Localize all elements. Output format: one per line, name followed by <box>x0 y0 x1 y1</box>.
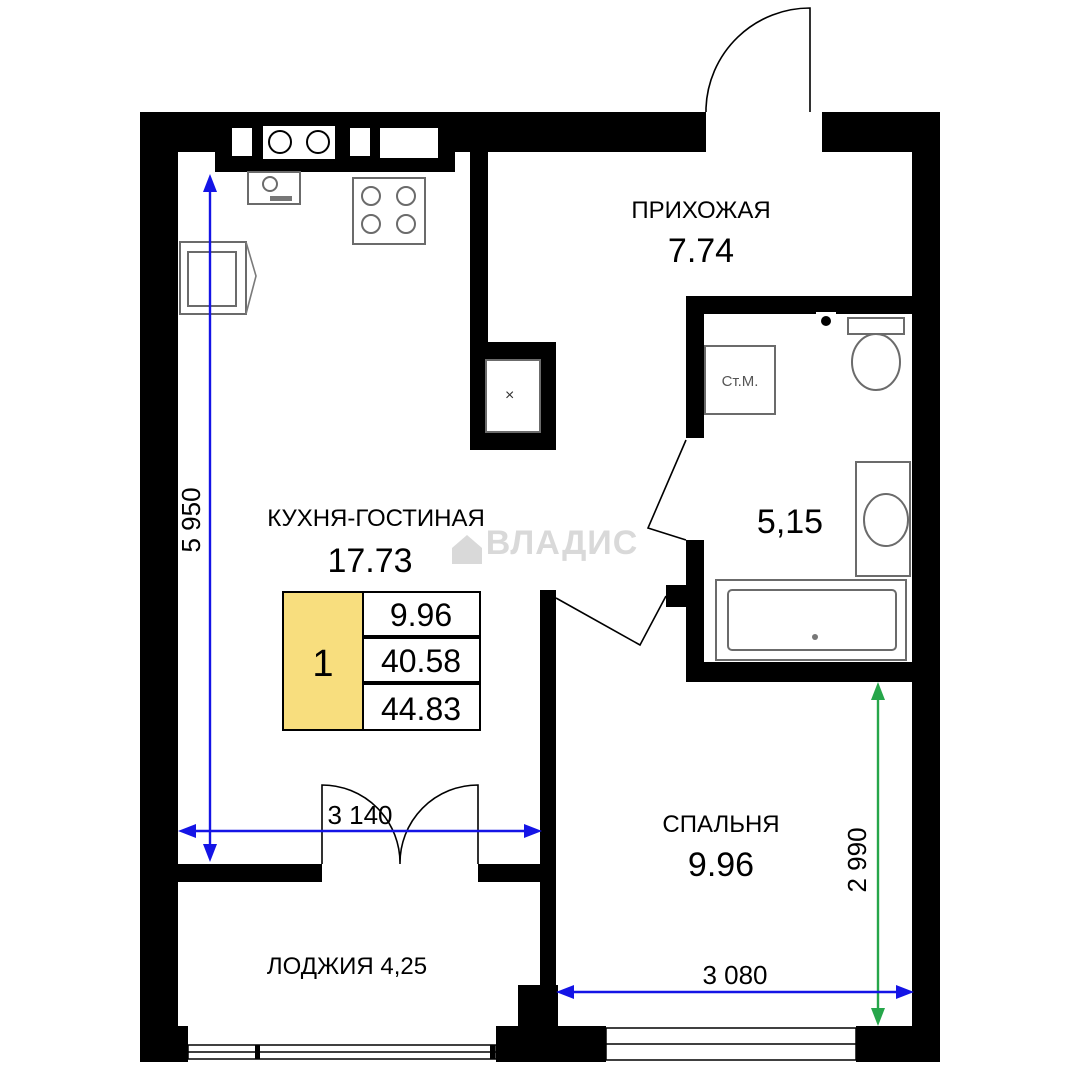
watermark: ВЛАДИС <box>452 524 639 564</box>
rooms-count: 1 <box>312 643 333 685</box>
bedroom-door <box>555 595 667 647</box>
wall-kitchen-hallway <box>470 150 488 350</box>
loggia-door <box>321 784 479 865</box>
entrance-door <box>705 7 811 112</box>
dim-bedroom-height: 2 990 <box>842 827 872 892</box>
dimensions: 5 950 3 140 2 990 3 080 <box>176 174 914 1026</box>
wall-bathroom-left-upper <box>686 296 704 438</box>
window-kitchen-3 <box>380 128 438 158</box>
wall-bathroom-left-lower <box>686 540 704 680</box>
washing-machine-label: Ст.М. <box>722 373 759 390</box>
stove-pipe-circle-2 <box>306 130 330 154</box>
kitchen-sink-drain <box>262 176 278 192</box>
kitchen-living-area: 17.73 <box>327 542 412 580</box>
rooms-count-badge <box>282 591 364 731</box>
burner-1 <box>361 186 381 206</box>
stove-pipe-circle-1 <box>268 130 292 154</box>
total-area-cell <box>362 637 481 683</box>
watermark-house-icon <box>452 535 482 564</box>
wall-left-outer <box>140 112 178 1062</box>
kitchen-sink-tap <box>270 196 292 201</box>
wall-bathroom-stub <box>666 585 688 607</box>
bathroom-area: 5,15 <box>757 503 823 541</box>
window-loggia-post <box>255 1045 260 1059</box>
hallway-name: ПРИХОЖАЯ <box>631 197 770 224</box>
living-area: 9.96 <box>390 597 452 633</box>
wall-bottom-left <box>140 1026 188 1062</box>
vent-inner <box>485 359 541 433</box>
bath-socket <box>821 316 831 326</box>
total-with-loggia: 44.83 <box>381 691 461 727</box>
bathroom-door <box>646 439 687 541</box>
toilet-bowl <box>851 333 901 391</box>
wall-right-outer <box>912 112 940 1062</box>
bathtub-inner <box>727 589 897 651</box>
bedroom-area: 9.96 <box>688 846 754 884</box>
dim-bedroom-width-arrow-right <box>896 985 914 999</box>
vent-x-icon: × <box>505 387 514 404</box>
walls <box>140 112 940 1062</box>
wall-bathroom-bottom <box>686 662 914 682</box>
dim-kitchen-width-arrow-left <box>178 824 196 838</box>
stove <box>352 177 426 245</box>
bath-sink-bowl <box>863 493 909 547</box>
burner-3 <box>361 214 381 234</box>
bedroom-name: СПАЛЬНЯ <box>662 811 779 838</box>
wall-loggia-left <box>140 864 322 882</box>
washing-machine <box>704 345 776 415</box>
area-summary: 1 9.96 40.58 44.83 <box>282 591 481 731</box>
doors <box>321 7 811 865</box>
fixtures: × Ст.М. <box>179 171 911 661</box>
window-kitchen-2 <box>350 128 370 156</box>
wall-bathroom-top <box>686 296 914 314</box>
fridge-inner <box>187 251 237 307</box>
hallway-area: 7.74 <box>668 232 734 270</box>
wall-bottom-bedroom-left <box>540 1026 606 1062</box>
toilet-tank <box>847 317 905 335</box>
window-kitchen <box>232 128 252 156</box>
total-area: 40.58 <box>381 643 461 679</box>
bath-window-1 <box>708 314 722 330</box>
living-area-cell <box>362 591 481 637</box>
wall-kitchen-bedroom <box>540 590 556 1060</box>
watermark-text: ВЛАДИС <box>486 524 639 562</box>
dim-kitchen-height-arrow-top <box>203 174 217 192</box>
burner-4 <box>396 214 416 234</box>
dim-bedroom-height-arrow-bottom <box>871 1008 885 1026</box>
dim-bedroom-width: 3 080 <box>702 960 767 990</box>
wall-loggia-right <box>478 864 542 882</box>
windows <box>187 124 857 1061</box>
dim-kitchen-width-arrow-right <box>524 824 542 838</box>
kitchen-living-name: КУХНЯ-ГОСТИНАЯ <box>267 505 485 532</box>
dim-kitchen-height-arrow-bottom <box>203 844 217 862</box>
total-with-loggia-cell <box>362 683 481 731</box>
window-loggia-post-2 <box>490 1045 495 1059</box>
dim-bedroom-width-arrow-left <box>556 985 574 999</box>
bathtub-drain <box>812 634 818 640</box>
bath-window-2 <box>748 314 762 330</box>
dim-kitchen-height: 5 950 <box>176 487 206 552</box>
dim-kitchen-width: 3 140 <box>327 800 392 830</box>
room-labels: ПРИХОЖАЯ 7.74 КУХНЯ-ГОСТИНАЯ 17.73 5,15 … <box>267 197 823 980</box>
wall-bottom-bedroom-right <box>856 1026 940 1062</box>
dim-bedroom-height-arrow-top <box>871 682 885 700</box>
fridge-door <box>245 241 257 315</box>
burner-2 <box>396 186 416 206</box>
bath-window-3 <box>782 314 796 330</box>
loggia-name: ЛОДЖИЯ 4,25 <box>267 953 427 980</box>
